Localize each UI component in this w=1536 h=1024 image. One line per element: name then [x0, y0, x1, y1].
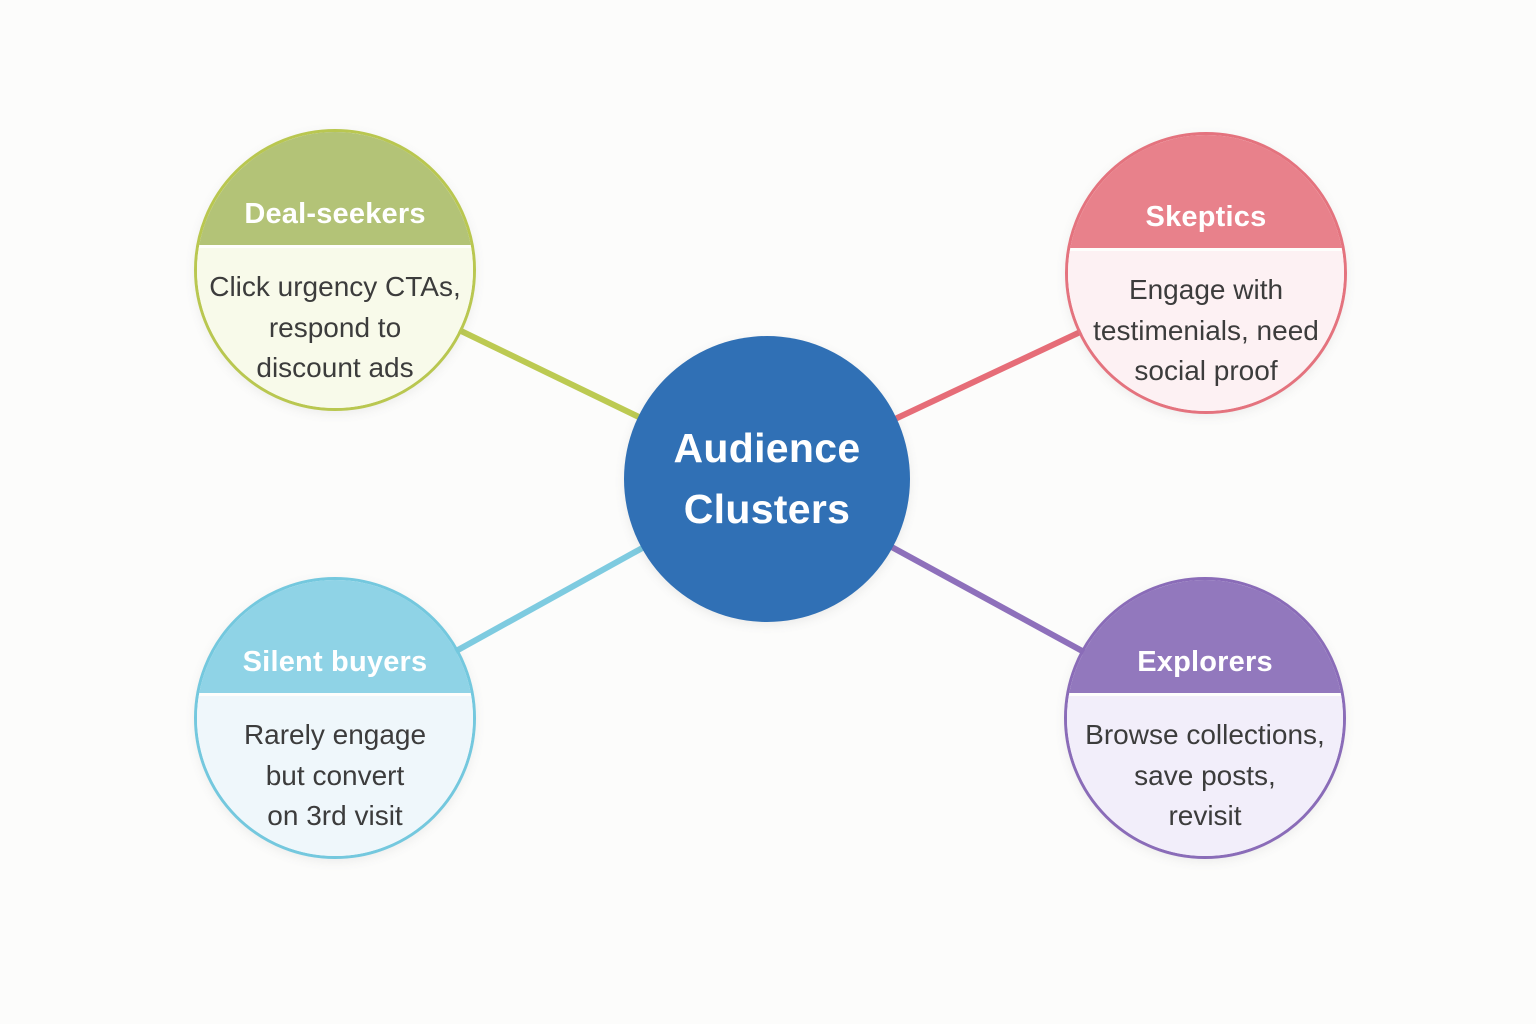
node-title: Silent buyers	[242, 645, 428, 678]
hub-audience-clusters: Audience Clusters	[624, 336, 910, 622]
node-title: Deal-seekers	[244, 197, 426, 230]
node-description: Rarely engage but convert on 3rd visit	[243, 719, 427, 832]
node-silent-buyers: Silent buyers Rarely engage but convert …	[194, 577, 476, 859]
node-skeptics: Skeptics Engage with testimenials, need …	[1065, 132, 1347, 414]
node-description: Browse collections, save posts, revisit	[1085, 719, 1325, 832]
node-title: Explorers	[1137, 645, 1273, 678]
node-deal-seekers: Deal-seekers Click urgency CTAs, respond…	[194, 129, 476, 411]
node-description: Click urgency CTAs, respond to discount …	[209, 271, 461, 384]
node-description: Engage with testimenials, need social pr…	[1093, 274, 1319, 387]
node-explorers: Explorers Browse collections, save posts…	[1064, 577, 1346, 859]
node-title: Skeptics	[1145, 200, 1267, 233]
hub-label: Audience Clusters	[673, 424, 861, 533]
